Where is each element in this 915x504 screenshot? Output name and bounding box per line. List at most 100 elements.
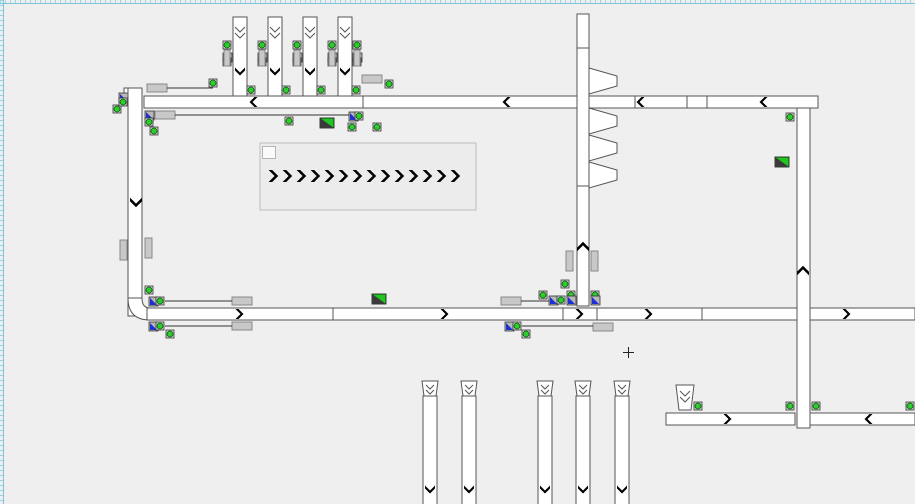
chevron-arrow-icon (282, 170, 293, 182)
gray-module[interactable] (293, 49, 301, 67)
conveyor-bottom-seg[interactable] (562, 307, 598, 321)
green-sensor-icon[interactable] (150, 127, 158, 135)
green-sensor-icon[interactable] (786, 402, 794, 410)
chevron-arrow-icon (425, 485, 435, 494)
green-sensor-icon[interactable] (557, 296, 565, 304)
blue-motor-icon[interactable] (568, 297, 575, 304)
gray-module[interactable] (361, 74, 383, 84)
green-sensor-icon[interactable] (293, 41, 301, 49)
chevron-arrow-icon (502, 97, 511, 107)
outfeed-lane-5[interactable] (614, 395, 630, 504)
infeed-lane-1[interactable] (232, 16, 248, 97)
green-sensor-icon[interactable] (539, 291, 547, 299)
green-sensor-icon[interactable] (156, 297, 164, 305)
blue-motor-icon[interactable] (550, 297, 557, 304)
green-sensor-icon[interactable] (282, 86, 290, 94)
gray-module[interactable] (231, 296, 253, 306)
green-sensor-icon[interactable] (247, 86, 255, 94)
outfeed-lane-1[interactable] (422, 395, 438, 504)
blue-motor-icon[interactable] (150, 323, 157, 330)
conveyor-lower-right[interactable] (809, 412, 915, 426)
lane-mark (339, 32, 351, 39)
chevron-arrow-icon (436, 170, 447, 182)
blue-motor-icon[interactable] (592, 297, 599, 304)
green-sensor-icon[interactable] (156, 322, 164, 330)
green-sensor-icon[interactable] (328, 41, 336, 49)
outfeed-lane-4[interactable] (575, 395, 591, 504)
status-flag-icon[interactable] (372, 294, 386, 304)
gray-module[interactable] (258, 49, 266, 67)
chevron-arrow-icon (380, 170, 391, 182)
blue-motor-icon[interactable] (506, 323, 513, 330)
gray-module[interactable] (328, 49, 336, 67)
green-sensor-icon[interactable] (812, 402, 820, 410)
chevron-arrow-icon (577, 241, 589, 252)
green-sensor-icon[interactable] (385, 80, 393, 88)
conveyor-top-left[interactable] (143, 95, 364, 109)
gray-module[interactable] (144, 237, 153, 259)
chute-3[interactable] (588, 134, 618, 162)
chute-4[interactable] (588, 161, 618, 189)
outfeed-lane-3[interactable] (537, 395, 553, 504)
green-sensor-icon[interactable] (355, 112, 363, 120)
outfeed-lane-2[interactable] (461, 395, 477, 504)
green-sensor-icon[interactable] (786, 113, 794, 121)
chute-1[interactable] (588, 67, 618, 95)
blue-motor-icon[interactable] (146, 112, 153, 119)
green-sensor-icon[interactable] (145, 286, 153, 294)
gray-module[interactable] (223, 49, 231, 67)
gray-module[interactable] (353, 49, 361, 67)
chevron-arrow-icon (338, 170, 349, 182)
chevron-arrow-icon (759, 97, 768, 107)
infeed-lane-4[interactable] (337, 16, 353, 97)
lane-mark (540, 384, 550, 390)
gray-module[interactable] (231, 321, 253, 331)
green-sensor-icon[interactable] (113, 105, 121, 113)
chevron-arrow-icon (268, 170, 279, 182)
green-sensor-icon[interactable] (166, 330, 174, 338)
conveyor-bottom-left[interactable] (146, 307, 334, 321)
gray-module[interactable] (565, 250, 574, 272)
infeed-lane-2[interactable] (267, 16, 283, 97)
green-sensor-icon[interactable] (348, 123, 356, 131)
conveyor-vertical-center-mid[interactable] (576, 47, 590, 187)
green-sensor-icon[interactable] (145, 118, 153, 126)
gray-module[interactable] (154, 110, 176, 120)
chute-2[interactable] (588, 107, 618, 135)
chevron-arrow-icon (296, 170, 307, 182)
chevron-arrow-icon (394, 170, 405, 182)
status-flag-icon[interactable] (320, 118, 334, 128)
green-sensor-icon[interactable] (209, 79, 217, 87)
green-sensor-icon[interactable] (513, 322, 521, 330)
conveyor-top-small[interactable] (686, 95, 708, 109)
green-sensor-icon[interactable] (352, 86, 360, 94)
gray-module[interactable] (119, 239, 128, 261)
green-sensor-icon[interactable] (373, 123, 381, 131)
chevron-arrow-icon (723, 414, 732, 424)
conveyor-vertical-center-bottom[interactable] (576, 185, 590, 307)
lane-mark (304, 26, 316, 33)
gray-module[interactable] (146, 83, 168, 93)
chevron-arrow-icon (644, 309, 653, 319)
infeed-lane-3[interactable] (302, 16, 318, 97)
chevron-arrow-icon (450, 170, 461, 182)
green-sensor-icon[interactable] (285, 117, 293, 125)
gray-module[interactable] (592, 322, 614, 332)
pallet-icon[interactable] (675, 384, 695, 411)
green-sensor-icon[interactable] (522, 330, 530, 338)
green-sensor-icon[interactable] (258, 41, 266, 49)
green-sensor-icon[interactable] (353, 41, 361, 49)
green-sensor-icon[interactable] (223, 41, 231, 49)
green-sensor-icon[interactable] (906, 402, 914, 410)
green-sensor-icon[interactable] (317, 86, 325, 94)
green-sensor-icon[interactable] (561, 280, 569, 288)
green-sensor-icon[interactable] (694, 402, 702, 410)
green-sensor-icon[interactable] (119, 98, 127, 106)
blue-motor-icon[interactable] (150, 298, 157, 305)
conveyor-top-mid[interactable] (362, 95, 636, 109)
status-flag-icon[interactable] (775, 157, 789, 167)
gray-module[interactable] (500, 296, 522, 306)
conveyor-vertical-center-top[interactable] (576, 13, 590, 49)
gray-module[interactable] (590, 250, 599, 272)
